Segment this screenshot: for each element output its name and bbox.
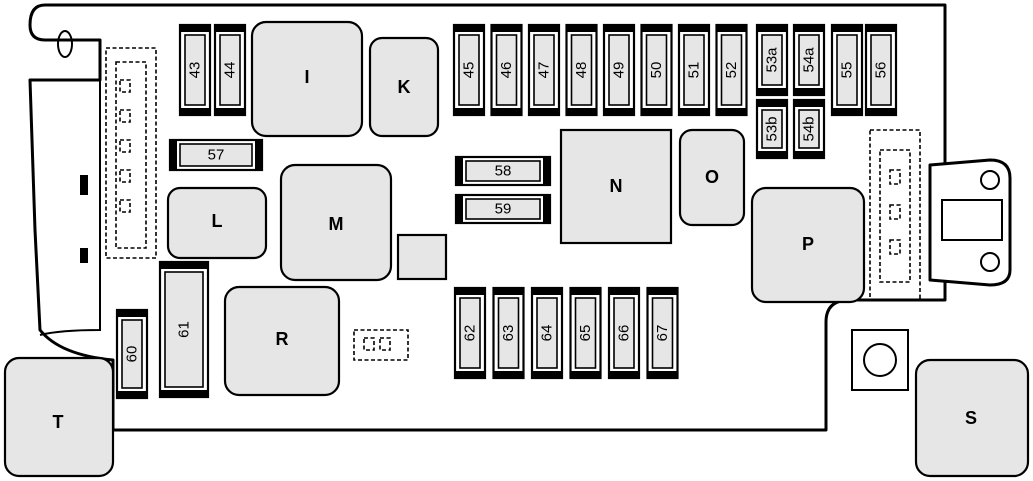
fuse-label: 61 xyxy=(176,321,193,338)
right-connector xyxy=(869,129,921,301)
fuse-label: 43 xyxy=(187,62,204,79)
fuse-f54a: 54a xyxy=(792,23,826,97)
relay-M: M xyxy=(279,163,393,282)
fuse-label: 58 xyxy=(495,163,512,180)
fuse-f59: 59 xyxy=(454,193,552,225)
fuse-f51: 51 xyxy=(677,23,711,117)
relay-N: N xyxy=(559,128,673,245)
fuse-label: 56 xyxy=(873,62,890,79)
relay-O: O xyxy=(678,128,746,227)
bracket-slot xyxy=(941,199,1003,241)
relay-P: P xyxy=(750,186,866,304)
fuse-f64: 64 xyxy=(530,286,564,380)
small-square-relay xyxy=(396,233,448,281)
relay-label: L xyxy=(212,211,223,231)
fuse-f63: 63 xyxy=(492,286,525,380)
fuse-f61: 61 xyxy=(158,260,210,399)
bracket-hole-bottom xyxy=(980,252,1000,272)
relay-label: R xyxy=(276,329,289,349)
horizontal-fuses: 57 58 59 xyxy=(168,138,552,225)
left-connector xyxy=(80,47,157,263)
fuse-label: 50 xyxy=(648,62,665,79)
vertical-fuses: 43 44 45 46 47 48 49 50 51 52 53a 54a 53b 54b 55 56 62 63… xyxy=(115,23,898,400)
fuse-label: 48 xyxy=(573,62,590,79)
fuse-label: 63 xyxy=(500,325,517,342)
fuse-f48: 48 xyxy=(565,23,598,117)
fuse-label: 54a xyxy=(801,47,818,73)
fuse-f49: 49 xyxy=(602,23,636,117)
fuse-label: 53a xyxy=(764,47,781,73)
small-connector xyxy=(353,329,409,361)
fuse-f60: 60 xyxy=(115,308,149,400)
fuse-label: 47 xyxy=(536,62,553,79)
relay-S: S xyxy=(914,358,1030,478)
relay-label: T xyxy=(53,412,64,432)
fuse-label: 54b xyxy=(801,116,818,141)
fuse-label: 64 xyxy=(539,325,556,342)
relay-label: I xyxy=(304,67,309,87)
relay-R: R xyxy=(223,285,341,397)
fuse-f46: 46 xyxy=(490,23,523,117)
relay-label: P xyxy=(802,234,814,254)
fuse-label: 66 xyxy=(616,325,633,342)
fuse-f53a: 53a xyxy=(755,23,789,97)
fuse-f50: 50 xyxy=(640,23,673,117)
fuse-f57: 57 xyxy=(168,138,264,172)
bracket-hole-top xyxy=(980,170,1000,190)
fuse-f43: 43 xyxy=(178,23,212,117)
fuse-label: 51 xyxy=(686,62,703,79)
board-edge-line xyxy=(39,80,101,336)
fuse-label: 53b xyxy=(764,116,781,141)
relay-label: M xyxy=(329,214,344,234)
fuse-f62: 62 xyxy=(453,286,487,380)
fuse-f44: 44 xyxy=(213,23,247,117)
relay-L: L xyxy=(166,186,268,260)
relay-T: T xyxy=(3,356,115,478)
relay-label: S xyxy=(965,408,977,428)
relay-label: K xyxy=(398,77,411,97)
fuse-label: 44 xyxy=(222,62,239,79)
fuse-label: 49 xyxy=(611,62,628,79)
relay-label: N xyxy=(610,176,623,196)
fuse-f47: 47 xyxy=(527,23,561,117)
fuse-f55: 55 xyxy=(830,23,864,117)
fuse-label: 45 xyxy=(461,62,478,79)
bolt-terminal xyxy=(851,329,909,391)
fuse-f67: 67 xyxy=(646,286,679,380)
fuse-label: 67 xyxy=(654,325,671,342)
fuse-label: 59 xyxy=(495,201,512,218)
fuse-label: 57 xyxy=(208,147,225,164)
fuse-label: 62 xyxy=(462,325,479,342)
fuse-f65: 65 xyxy=(569,286,602,380)
fuse-f52: 52 xyxy=(715,23,748,117)
fuse-label: 52 xyxy=(723,62,740,79)
fuse-label: 60 xyxy=(124,346,141,363)
fuse-label: 55 xyxy=(839,62,856,79)
relay-label: O xyxy=(705,167,719,187)
fuse-f45: 45 xyxy=(452,23,486,117)
fuse-f56: 56 xyxy=(864,23,898,117)
relay-I: I xyxy=(250,20,364,138)
fuse-f53b: 53b xyxy=(755,98,789,160)
mounting-hole xyxy=(57,30,73,58)
relay-K: K xyxy=(368,36,440,138)
fuse-label: 46 xyxy=(498,62,515,79)
fuse-f58: 58 xyxy=(454,155,552,187)
fuse-f66: 66 xyxy=(607,286,641,380)
fuse-f54b: 54b xyxy=(792,98,826,160)
fuse-label: 65 xyxy=(577,325,594,342)
